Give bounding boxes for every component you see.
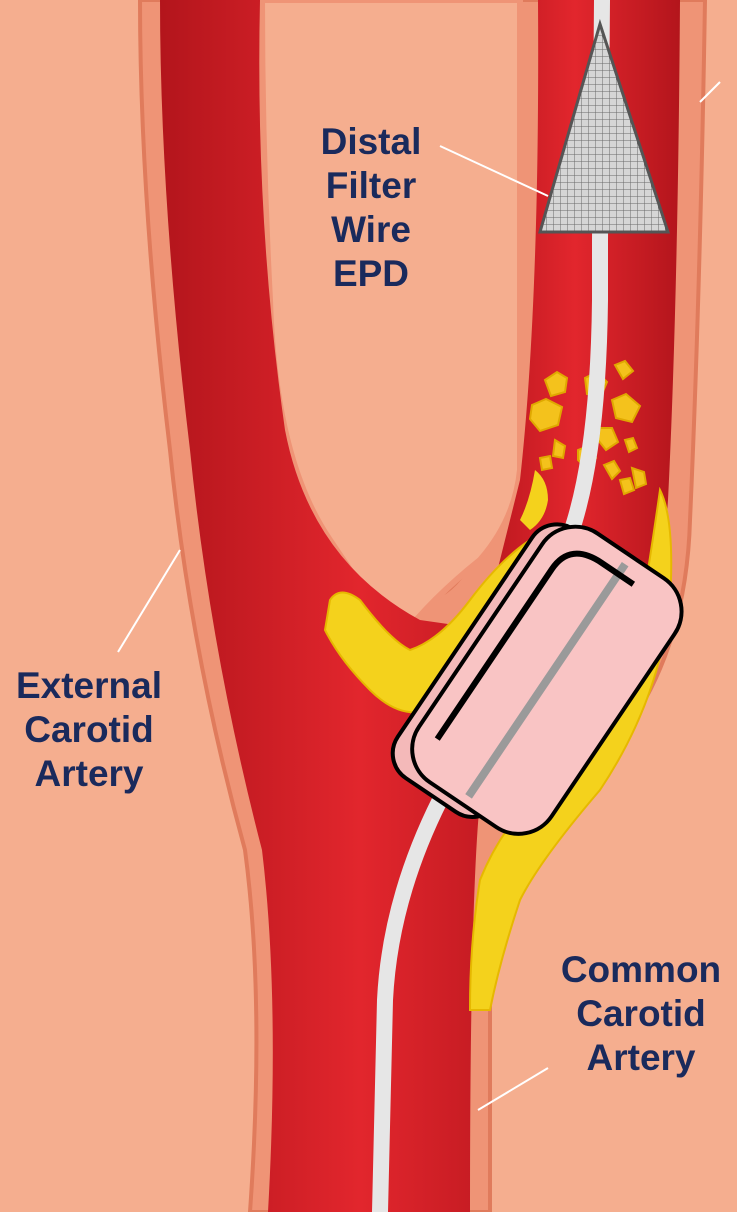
label-common-carotid: Common Carotid Artery (546, 948, 736, 1080)
label-line: Artery (546, 1036, 736, 1080)
label-line: External (0, 664, 178, 708)
label-external-carotid: External Carotid Artery (0, 664, 178, 796)
label-line: Common (546, 948, 736, 992)
label-line: Carotid (546, 992, 736, 1036)
label-distal-filter: Distal Filter Wire EPD (296, 120, 446, 296)
label-line: Carotid (0, 708, 178, 752)
label-line: Distal (296, 120, 446, 164)
label-line: Artery (0, 752, 178, 796)
label-line: Filter (296, 164, 446, 208)
label-line: Wire (296, 208, 446, 252)
label-line: EPD (296, 252, 446, 296)
